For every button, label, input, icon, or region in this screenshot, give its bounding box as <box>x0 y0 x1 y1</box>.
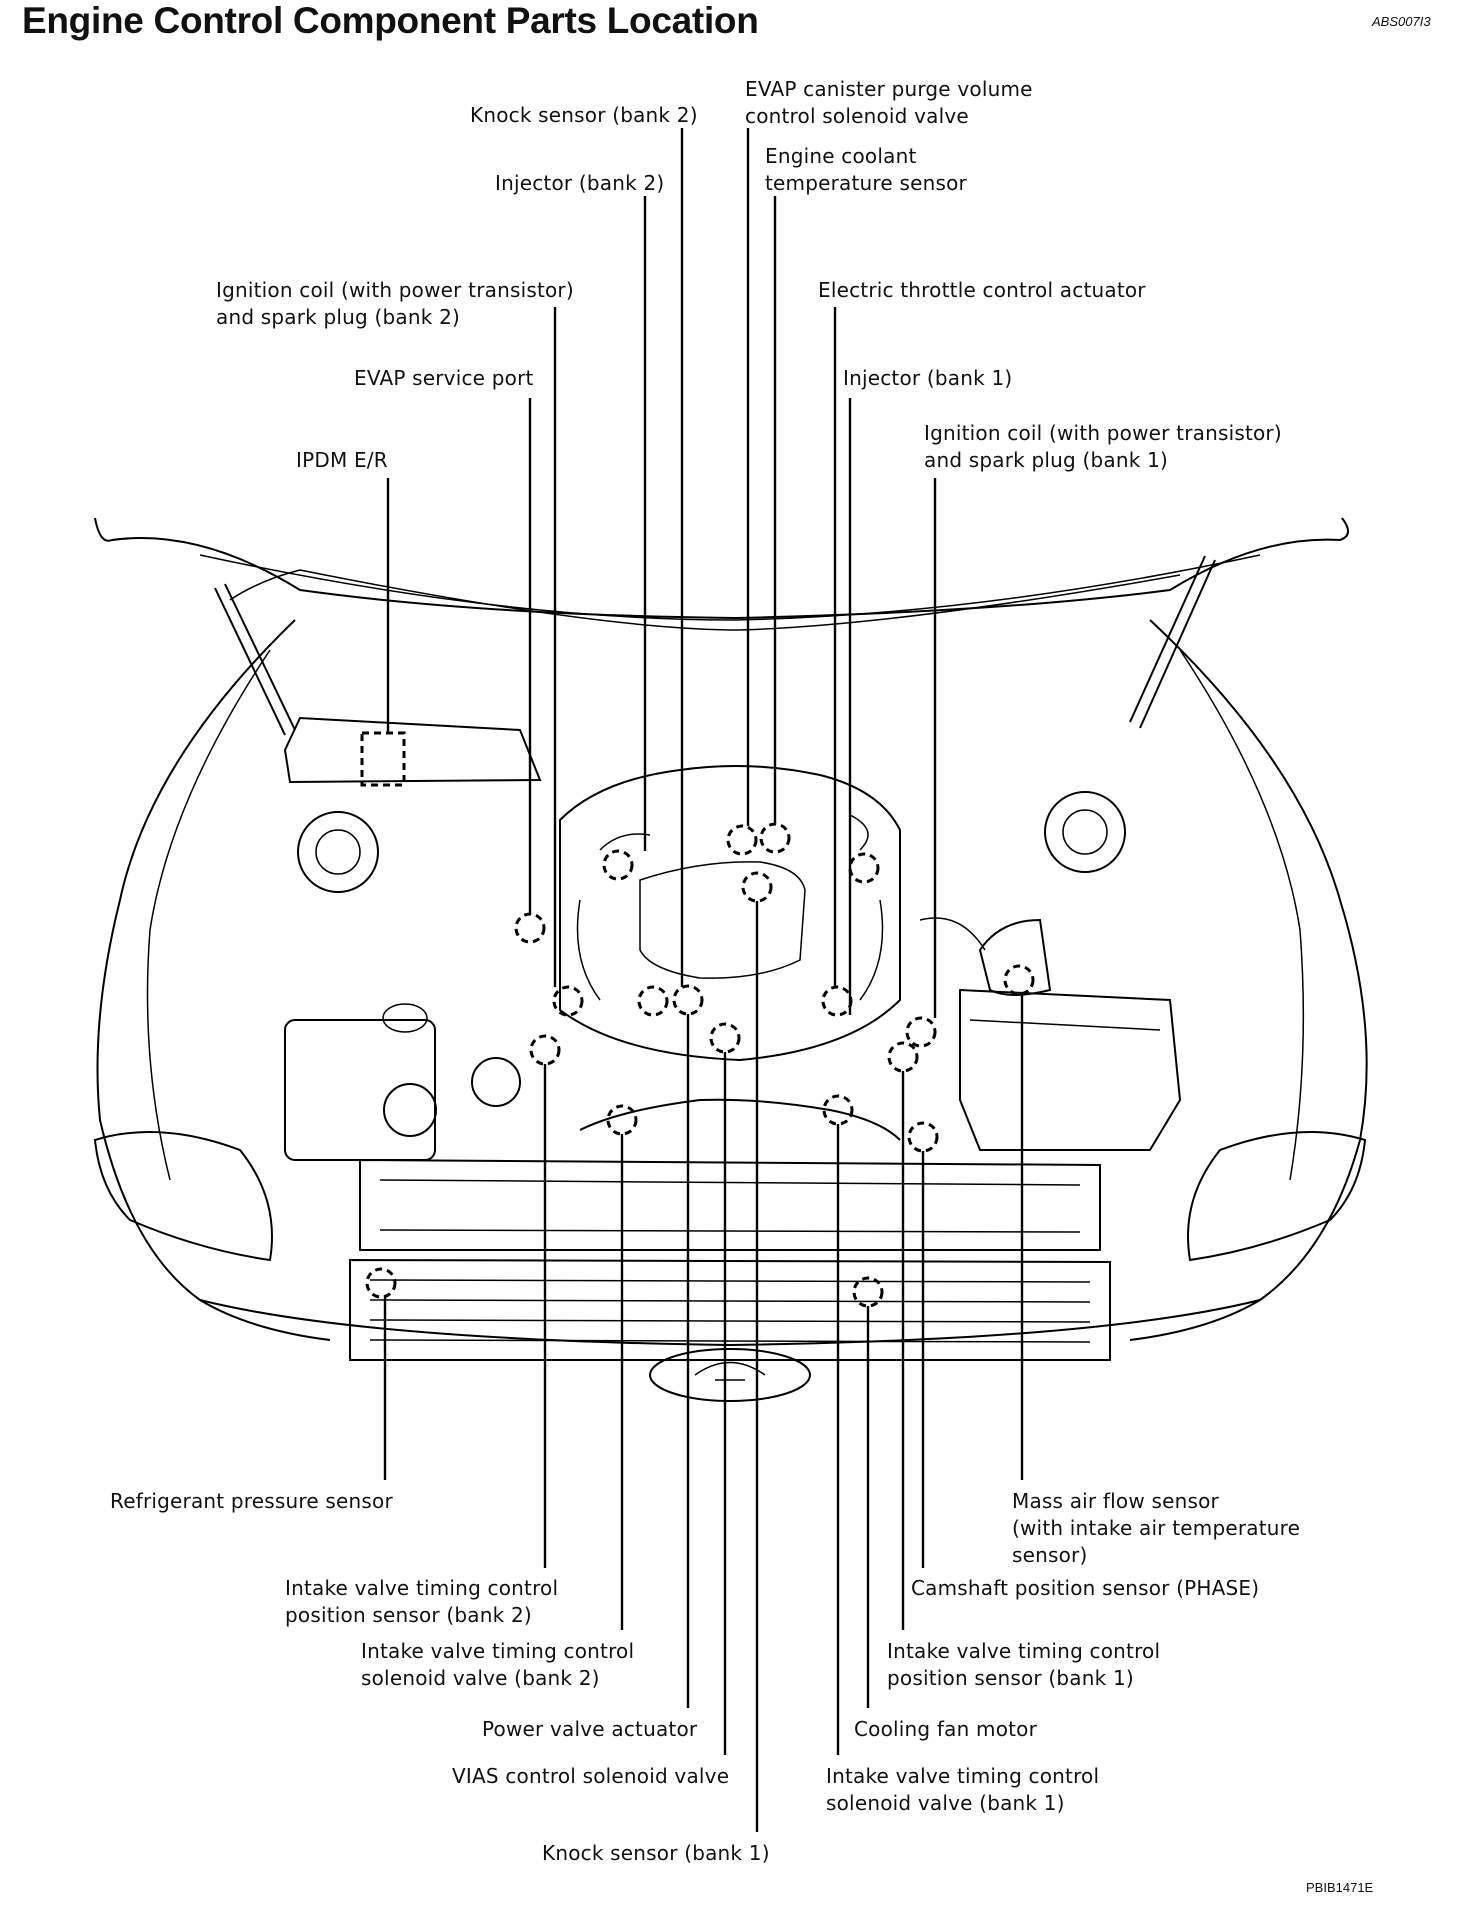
coolant-temp-marker <box>759 822 791 854</box>
reservoir-cap <box>471 1057 521 1107</box>
label-maf-line1: Mass air flow sensor <box>1012 1489 1219 1513</box>
throttle-actuator-marker <box>821 985 853 1017</box>
ipdm-box <box>283 716 542 784</box>
ipdm-marker <box>360 731 406 787</box>
label-ignition-bank2-line2: and spark plug (bank 2) <box>216 305 460 329</box>
power-valve-marker <box>672 984 704 1016</box>
right-hood-strut <box>1139 559 1216 729</box>
intake-plenum <box>639 861 806 979</box>
right-fender-inner <box>1179 649 1305 1181</box>
label-camshaft-sensor: Camshaft position sensor (PHASE) <box>911 1576 1260 1600</box>
label-cooling-fan: Cooling fan motor <box>854 1717 1038 1741</box>
maf-marker <box>1003 964 1035 996</box>
figure-code: PBIB1471E <box>1306 1880 1374 1895</box>
right-hood-strut-edge <box>1129 555 1206 723</box>
label-ivt-pos-bank2-line1: Intake valve timing control <box>285 1576 559 1600</box>
ivt-sol-bank2-marker <box>606 1104 638 1136</box>
right-headlight <box>1187 1131 1367 1262</box>
front-grille <box>349 1258 1111 1361</box>
label-ivt-pos-bank1-line1: Intake valve timing control <box>887 1639 1161 1663</box>
fan-shroud <box>579 1098 901 1141</box>
label-ivt-sol-bank2-line2: solenoid valve (bank 2) <box>361 1666 600 1690</box>
label-throttle-actuator: Electric throttle control actuator <box>818 278 1146 302</box>
label-knock-sensor-bank1: Knock sensor (bank 1) <box>542 1841 770 1865</box>
knock-bank2-marker <box>637 985 669 1017</box>
label-evap-purge-line1: EVAP canister purge volume <box>745 77 1033 101</box>
radiator-support <box>359 1158 1101 1251</box>
label-ignition-bank1-line1: Ignition coil (with power transistor) <box>924 421 1282 445</box>
label-evap-service-port: EVAP service port <box>354 366 534 390</box>
label-ivt-sol-bank2-line1: Intake valve timing control <box>361 1639 635 1663</box>
battery <box>284 1019 436 1161</box>
vias-marker <box>709 1022 741 1054</box>
left-hood-strut <box>214 587 286 736</box>
evap-service-port-marker <box>514 912 546 944</box>
label-ipdm: IPDM E/R <box>296 448 388 472</box>
engine-block <box>559 765 901 1062</box>
right-strut-tower <box>1044 791 1126 873</box>
label-coolant-temp-line1: Engine coolant <box>765 144 917 168</box>
ignition-bank2-marker <box>552 985 584 1017</box>
left-strut-tower <box>297 811 379 893</box>
left-fender-inner <box>146 649 271 1181</box>
cooling-fan-marker <box>852 1276 884 1308</box>
label-ignition-bank2-line1: Ignition coil (with power transistor) <box>216 278 574 302</box>
maf-housing <box>978 918 1052 996</box>
ivt-pos-bank1-marker <box>887 1041 919 1073</box>
label-injector-bank2: Injector (bank 2) <box>495 171 665 195</box>
label-injector-bank1: Injector (bank 1) <box>843 366 1013 390</box>
left-fender <box>96 619 331 1341</box>
label-ignition-bank1-line2: and spark plug (bank 1) <box>924 448 1168 472</box>
ivt-sol-bank1-marker <box>822 1094 854 1126</box>
ivt-pos-bank2-marker <box>529 1034 561 1066</box>
page-title: Engine Control Component Parts Location <box>22 0 759 41</box>
knock-bank1-marker <box>741 871 773 903</box>
right-fender <box>1129 619 1368 1341</box>
camshaft-marker <box>907 1121 939 1153</box>
left-headlight <box>93 1131 273 1262</box>
refrigerant-marker <box>365 1267 397 1299</box>
evap-purge-marker <box>726 824 758 856</box>
radiator-cap <box>383 1083 437 1137</box>
label-ivt-sol-bank1-line2: solenoid valve (bank 1) <box>826 1791 1065 1815</box>
label-evap-purge-line2: control solenoid valve <box>745 104 969 128</box>
front-bumper <box>199 1299 1261 1347</box>
label-coolant-temp-line2: temperature sensor <box>765 171 967 195</box>
component-markers <box>360 731 1035 1308</box>
label-ivt-pos-bank1-line2: position sensor (bank 1) <box>887 1666 1134 1690</box>
grille-emblem <box>649 1348 811 1402</box>
air-filter-box <box>959 988 1182 1151</box>
label-refrigerant-sensor: Refrigerant pressure sensor <box>110 1489 393 1513</box>
label-vias: VIAS control solenoid valve <box>452 1764 730 1788</box>
injector-bank2-marker <box>602 849 634 881</box>
label-maf-line2: (with intake air temperature <box>1012 1516 1301 1540</box>
ignition-bank1-marker <box>905 1016 937 1048</box>
leader-lines <box>383 128 1024 1832</box>
label-ivt-sol-bank1-line1: Intake valve timing control <box>826 1764 1100 1788</box>
label-knock-sensor-bank2: Knock sensor (bank 2) <box>470 103 698 127</box>
hood-outline <box>94 517 1349 631</box>
reference-code: ABS007I3 <box>1372 14 1431 29</box>
label-ivt-pos-bank2-line2: position sensor (bank 2) <box>285 1603 532 1627</box>
injector-bank1-marker <box>848 852 880 884</box>
label-power-valve: Power valve actuator <box>482 1717 698 1741</box>
label-maf-line3: sensor) <box>1012 1543 1088 1567</box>
